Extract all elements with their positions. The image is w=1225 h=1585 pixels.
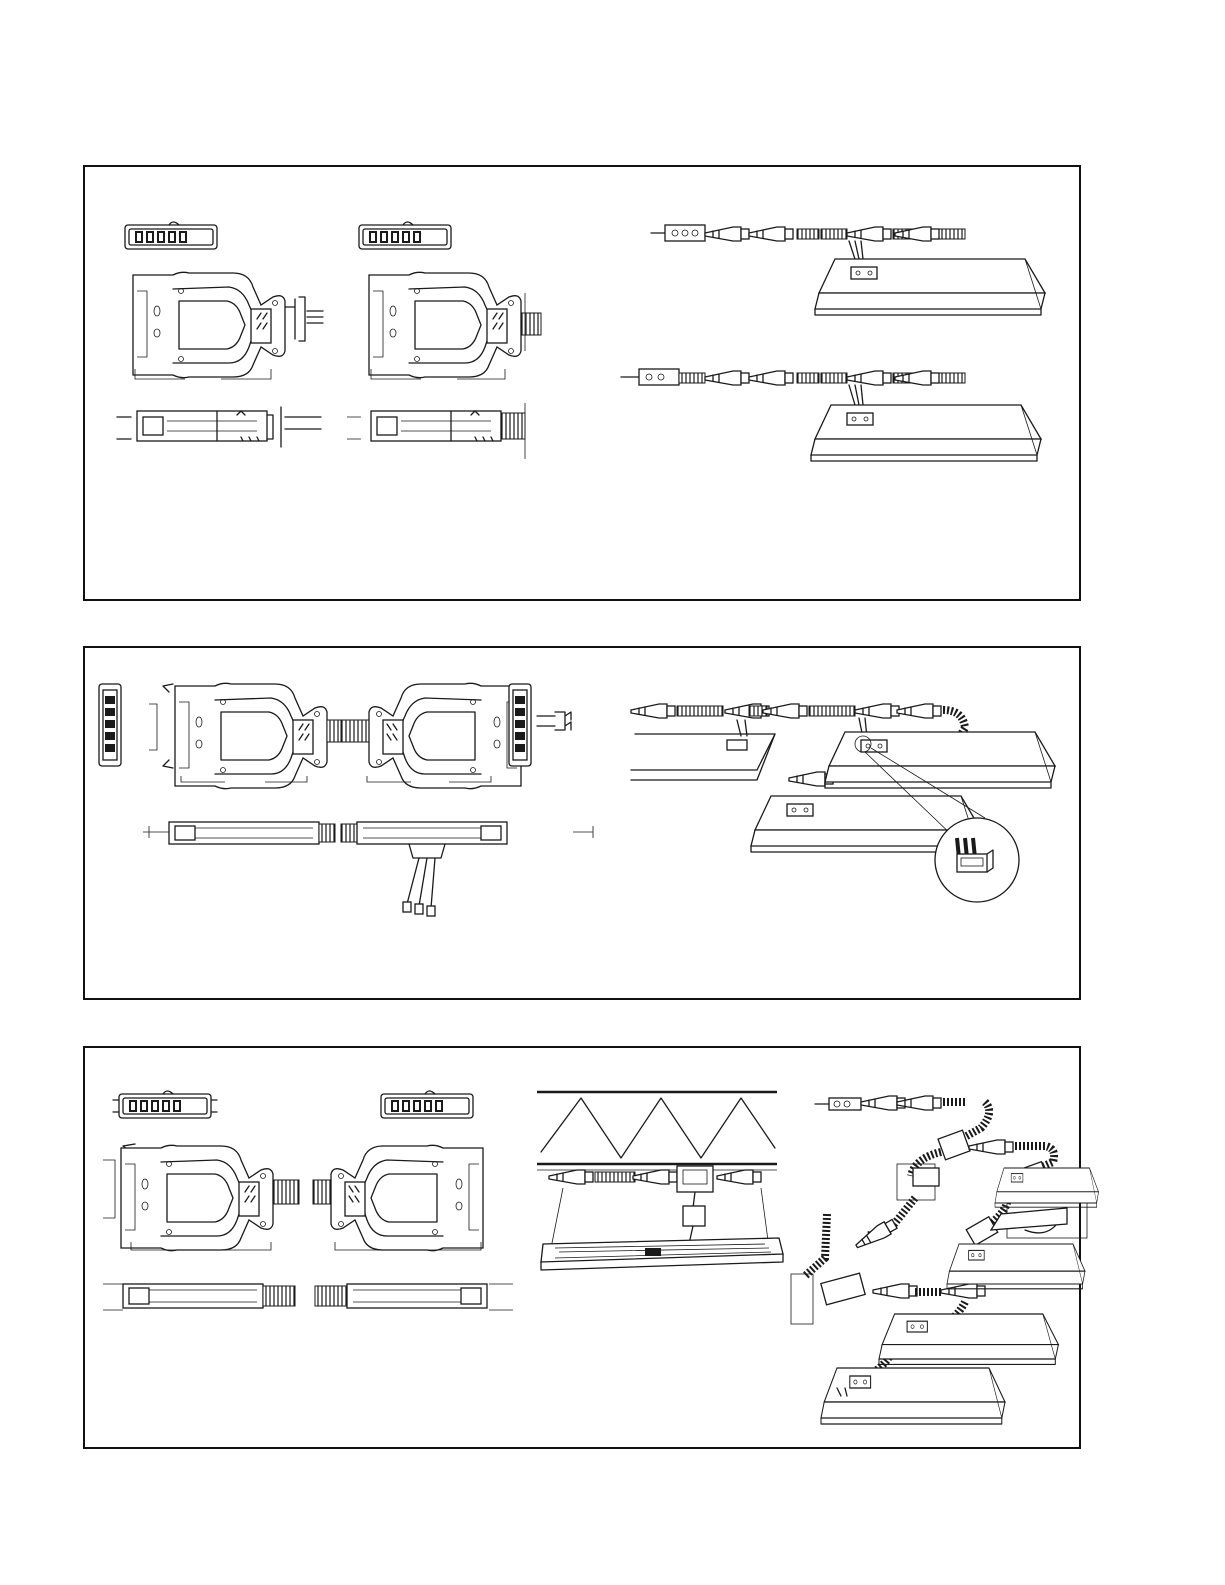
fixture-whip-to-fixture-alt	[621, 369, 1041, 461]
splitter-male-top-view	[341, 683, 521, 788]
splitter-end-face-right	[509, 684, 571, 766]
panel-3	[83, 1046, 1081, 1449]
splitter-female-top-view	[149, 683, 351, 788]
extension-side-view	[103, 1284, 513, 1310]
female-connector-top-view	[133, 272, 323, 379]
male-connector-side-view	[347, 403, 525, 459]
extension-face-view-left	[113, 1091, 217, 1118]
male-connector-face-view	[359, 222, 451, 249]
extension-face-view-right	[381, 1091, 473, 1118]
splitter-end-face-left	[99, 684, 121, 766]
daisy-chain-fixtures	[791, 1096, 1099, 1424]
extension-female-top-view	[103, 1144, 299, 1251]
female-connector-face-view	[125, 222, 217, 249]
detail-callout-connector	[935, 818, 1019, 902]
suspended-fixture-joist	[537, 1092, 783, 1270]
fixture-whip-to-fixture	[651, 225, 1045, 315]
panel-2-drawing	[85, 648, 1083, 1002]
panel-1	[83, 165, 1081, 601]
splitter-side-view	[143, 822, 593, 916]
panel-3-drawing	[85, 1048, 1083, 1451]
extension-male-top-view	[313, 1145, 483, 1250]
panel-1-drawing	[85, 167, 1083, 603]
female-connector-side-view	[117, 407, 321, 447]
male-connector-top-view	[369, 272, 541, 379]
panel-2	[83, 646, 1081, 1000]
